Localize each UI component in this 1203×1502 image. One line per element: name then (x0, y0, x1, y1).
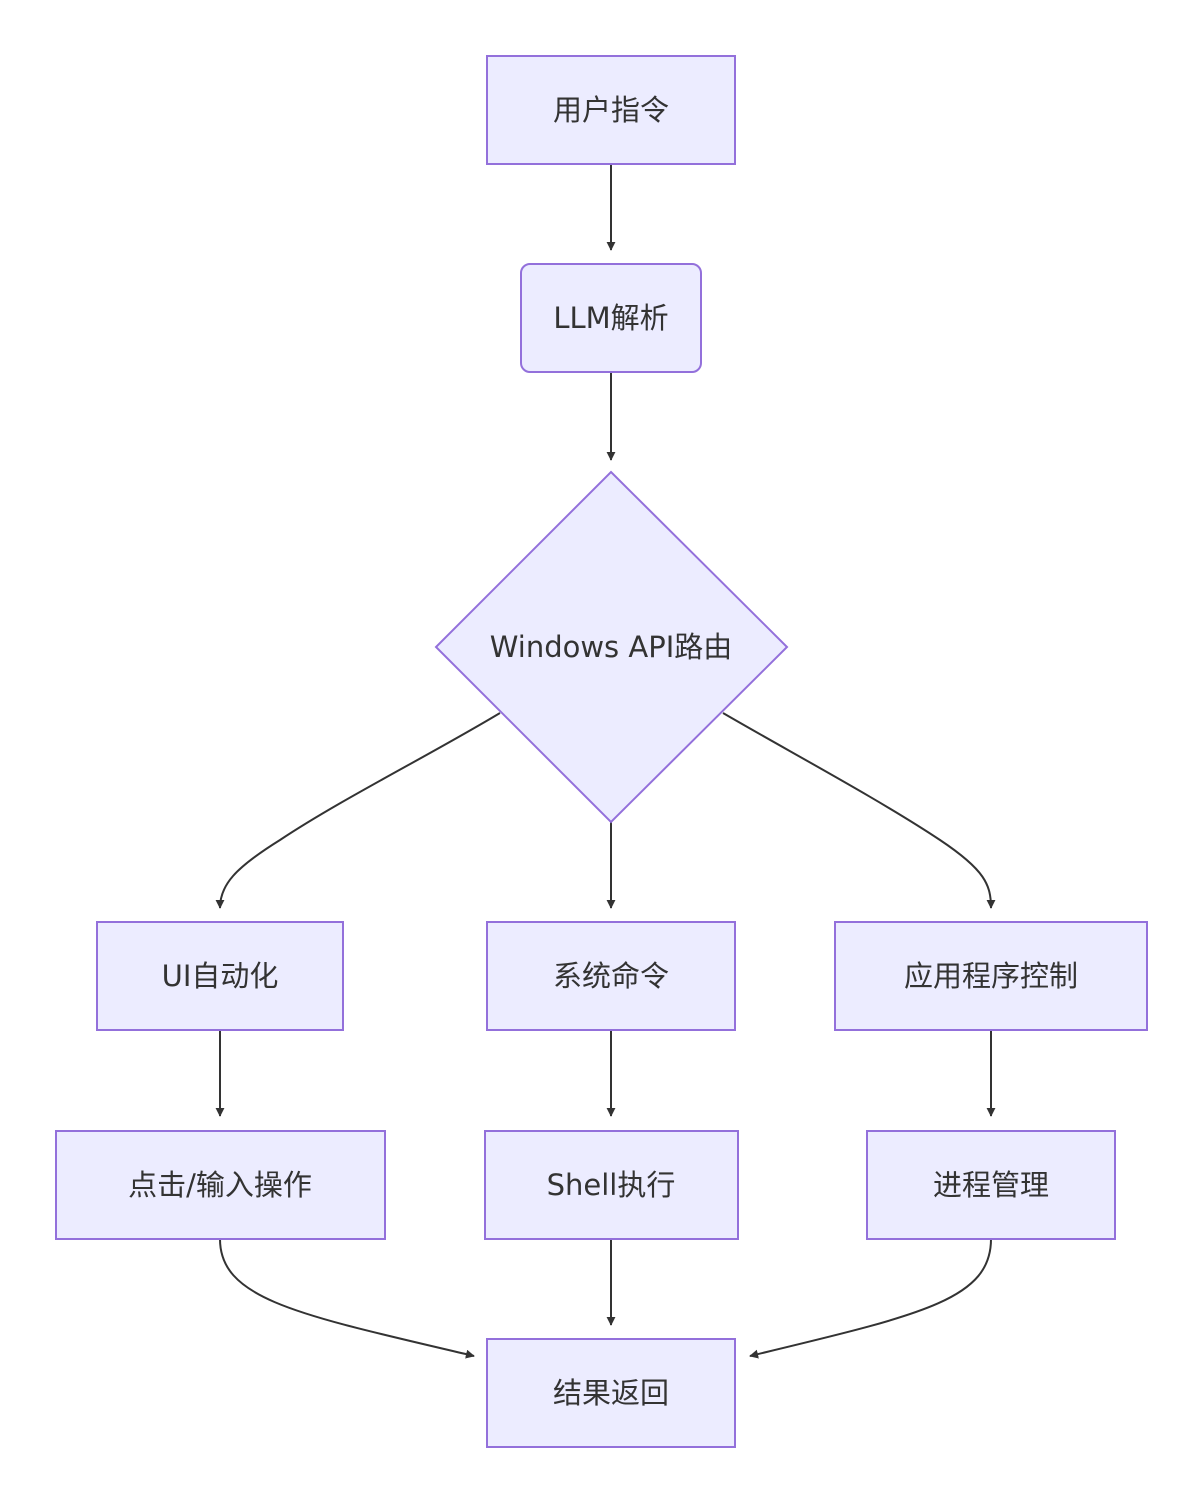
node-ui-automation: UI自动化 (96, 921, 344, 1031)
node-shell-exec: Shell执行 (484, 1130, 739, 1240)
node-label: 进程管理 (933, 1168, 1049, 1202)
node-box (520, 263, 702, 373)
node-label: Shell执行 (547, 1168, 676, 1202)
node-label: 应用程序控制 (904, 959, 1078, 993)
node-llm-parse: LLM解析 (520, 263, 702, 373)
edges (215, 164, 996, 1359)
edge-api-router-to-ui-automation (215, 712, 501, 909)
node-process-mgmt: 进程管理 (866, 1130, 1116, 1240)
node-box (486, 921, 736, 1031)
node-box (866, 1130, 1116, 1240)
node-app-control: 应用程序控制 (834, 921, 1148, 1031)
node-api-router: Windows API路由 (434, 470, 789, 824)
node-label: Windows API路由 (490, 630, 733, 664)
node-label: 用户指令 (553, 93, 669, 127)
node-click-input: 点击/输入操作 (55, 1130, 386, 1240)
node-box (96, 921, 344, 1031)
edge-click-input-to-result-return (219, 1238, 475, 1359)
node-result-return: 结果返回 (486, 1338, 736, 1448)
node-label: UI自动化 (162, 959, 279, 993)
node-label: 系统命令 (553, 959, 669, 993)
edge-process-mgmt-to-result-return (749, 1238, 992, 1359)
node-box (834, 921, 1148, 1031)
node-label: 点击/输入操作 (128, 1168, 312, 1202)
edge-api-router-to-app-control (722, 712, 996, 909)
node-label: LLM解析 (553, 301, 668, 335)
node-box (484, 1130, 739, 1240)
node-box (486, 1338, 736, 1448)
node-box (55, 1130, 386, 1240)
node-box (486, 55, 736, 165)
node-user-command: 用户指令 (486, 55, 736, 165)
decision-diamond (434, 470, 789, 824)
node-system-command: 系统命令 (486, 921, 736, 1031)
node-label: 结果返回 (553, 1376, 669, 1410)
